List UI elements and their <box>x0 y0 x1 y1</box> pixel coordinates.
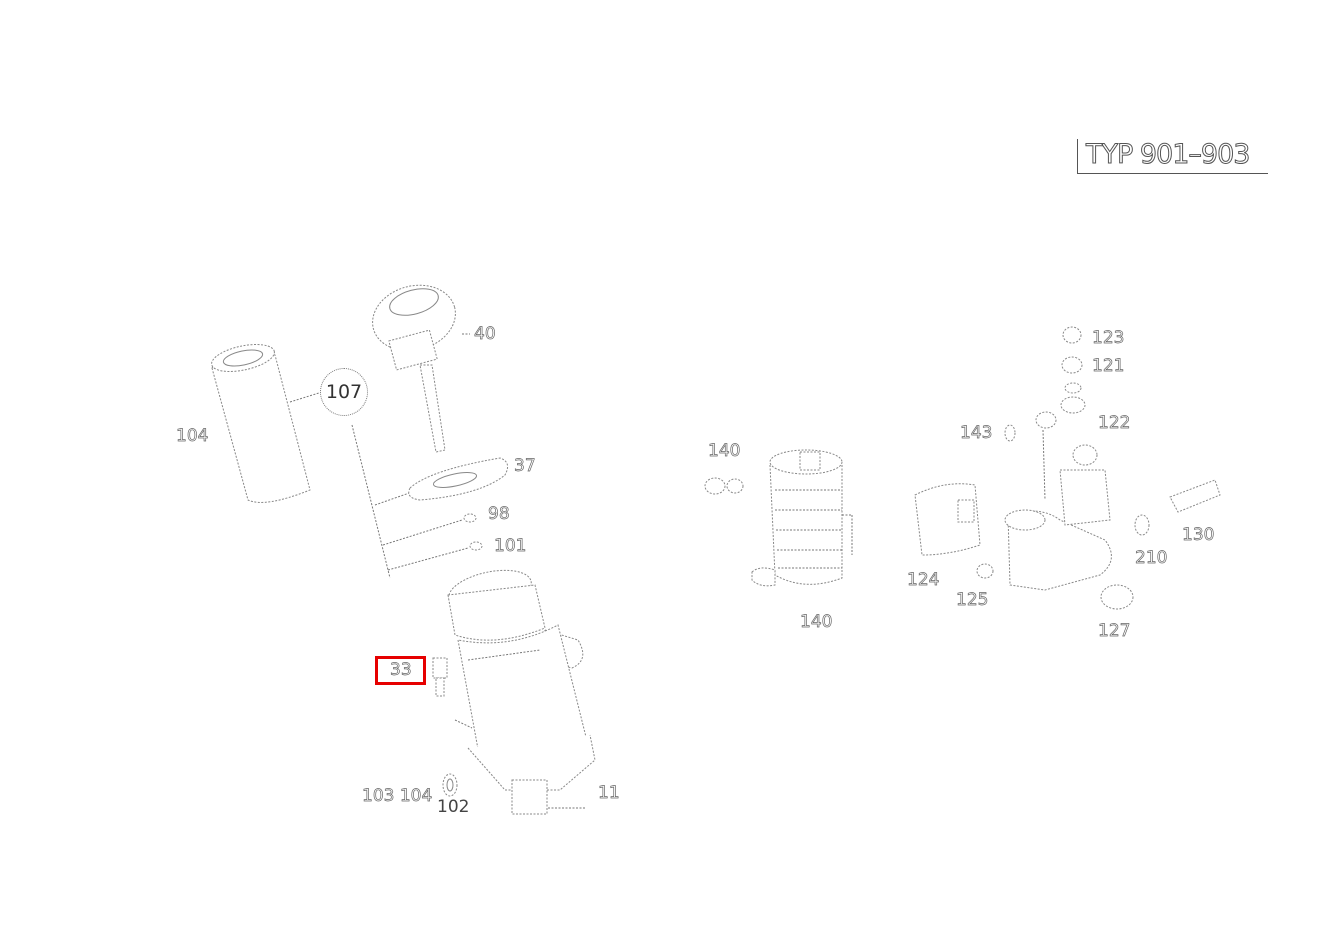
callout-11[interactable]: 11 <box>598 783 620 803</box>
thermostat-housing-part <box>914 326 1112 591</box>
right-small-parts <box>976 424 1221 610</box>
callout-127[interactable]: 127 <box>1098 621 1131 641</box>
callout-103[interactable]: 103 104 <box>362 786 433 806</box>
callout-98[interactable]: 98 <box>488 504 510 524</box>
callout-107[interactable]: 107 <box>320 368 368 416</box>
callout-121[interactable]: 121 <box>1092 356 1125 376</box>
filter-cap-part <box>372 284 470 453</box>
callout-140-cooler[interactable]: 140 <box>800 612 833 632</box>
callout-101[interactable]: 101 <box>494 536 527 556</box>
bolt-part <box>432 657 448 697</box>
callout-125[interactable]: 125 <box>956 590 989 610</box>
callout-102[interactable]: 102 <box>437 797 470 817</box>
callout-123[interactable]: 123 <box>1092 328 1125 348</box>
callout-40[interactable]: 40 <box>474 324 496 344</box>
cooler-bolts <box>704 477 744 495</box>
callout-122[interactable]: 122 <box>1098 413 1131 433</box>
callout-104[interactable]: 104 <box>176 426 209 446</box>
small-fittings <box>463 513 483 551</box>
model-title-box: TYP 901–903 <box>1077 139 1268 174</box>
callout-143[interactable]: 143 <box>960 423 993 443</box>
callout-140-bolts[interactable]: 140 <box>708 441 741 461</box>
model-title: TYP 901–903 <box>1085 139 1250 171</box>
filter-element-part <box>211 344 311 503</box>
gasket-part <box>408 457 509 501</box>
oil-cooler-part <box>751 449 853 587</box>
callout-37[interactable]: 37 <box>514 456 536 476</box>
callout-33[interactable]: 33 <box>390 660 412 680</box>
callout-130[interactable]: 130 <box>1182 525 1215 545</box>
callout-124[interactable]: 124 <box>907 570 940 590</box>
washer-part <box>442 773 458 797</box>
filter-housing-part <box>447 569 596 815</box>
callout-210[interactable]: 210 <box>1135 548 1168 568</box>
selected-part-highlight <box>375 656 426 685</box>
